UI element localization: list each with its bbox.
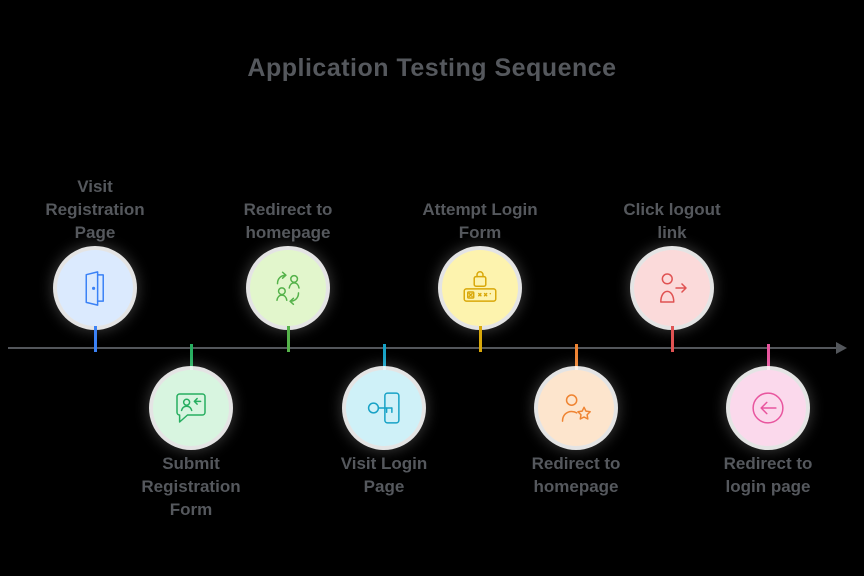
node-label: Redirect to login page — [723, 454, 813, 496]
password-lock-icon — [459, 267, 501, 309]
timeline-line — [8, 347, 840, 349]
node-circle — [57, 250, 133, 326]
timeline-arrowhead-icon — [836, 342, 847, 354]
node-label: Redirect to homepage — [531, 454, 621, 496]
node-connector — [382, 344, 386, 370]
chat-form-icon — [170, 387, 212, 429]
node-label: Attempt Login Form — [422, 200, 538, 242]
node-label: Visit Registration Page — [45, 177, 145, 242]
user-arrow-icon — [651, 267, 693, 309]
users-swap-icon — [267, 267, 309, 309]
node-circle — [634, 250, 710, 326]
key-icon — [363, 387, 405, 429]
timeline-node: Redirect to homepage — [486, 344, 666, 498]
timeline-node: Redirect to homepage — [198, 160, 378, 352]
login-arrow-icon — [747, 387, 789, 429]
node-connector — [93, 326, 97, 352]
timeline-node: Visit Registration Page — [5, 160, 185, 352]
node-circle — [442, 250, 518, 326]
timeline-node: Visit Login Page — [294, 344, 474, 498]
timeline-node: Click logout link — [582, 160, 762, 352]
timeline-node: Redirect to login page — [678, 344, 858, 498]
node-connector — [478, 326, 482, 352]
node-label: Submit Registration Form — [141, 454, 241, 519]
node-label: Redirect to homepage — [243, 200, 333, 242]
node-circle — [538, 370, 614, 446]
node-circle — [346, 370, 422, 446]
node-connector — [766, 344, 770, 370]
user-star-icon — [555, 387, 597, 429]
timeline-node: Attempt Login Form — [390, 160, 570, 352]
node-circle — [730, 370, 806, 446]
node-circle — [250, 250, 326, 326]
door-open-icon — [74, 267, 116, 309]
node-connector — [670, 326, 674, 352]
node-circle — [153, 370, 229, 446]
node-label: Click logout link — [623, 200, 721, 242]
timeline-node: Submit Registration Form — [101, 344, 281, 521]
diagram-title: Application Testing Sequence — [247, 54, 617, 82]
node-label: Visit Login Page — [340, 454, 428, 496]
node-connector — [286, 326, 290, 352]
node-connector — [574, 344, 578, 370]
node-connector — [189, 344, 193, 370]
